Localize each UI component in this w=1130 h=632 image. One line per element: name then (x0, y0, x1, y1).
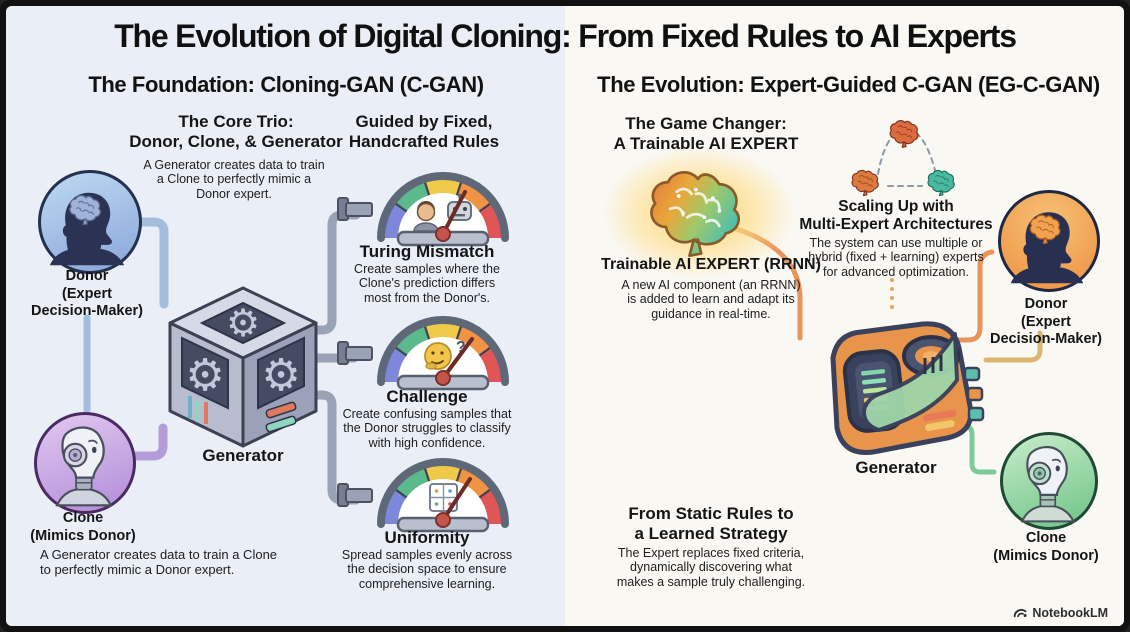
generator-label-right: Generator (855, 458, 937, 477)
scaling-desc: The system can use multiple or hybrid (f… (808, 236, 984, 279)
left-panel-title: The Foundation: Cloning-GAN (C-GAN) (88, 72, 484, 97)
ai-brain-icon (650, 171, 741, 258)
strategy-desc: The Expert replaces fixed criteria, dyna… (616, 546, 806, 589)
svg-text:⚙: ⚙ (226, 301, 260, 345)
watermark: NotebookLM (1013, 606, 1108, 620)
svg-text:⚙: ⚙ (261, 350, 300, 401)
gauge1-desc: Create samples where the Clone's predict… (354, 262, 500, 305)
gear-cube-icon: ⚙ ⚙ ⚙ (168, 286, 318, 448)
gauge2-desc: Create confusing samples that the Donor … (342, 407, 512, 450)
gauge1-label: Turing Mismatch (359, 242, 495, 261)
donor-label-left: Donor (Expert Decision-Maker) (30, 268, 143, 320)
trainable-expert-brain (644, 164, 752, 265)
clone-label-right: Clone (Mimics Donor) (993, 530, 1099, 564)
donor-label-right: Donor (Expert Decision-Maker) (989, 296, 1102, 348)
core-trio-heading: The Core Trio: Donor, Clone, & Generator (129, 112, 343, 152)
svg-text:?: ? (456, 339, 466, 356)
gauge-challenge: ? (336, 312, 518, 401)
rules-heading: Guided by Fixed, Handcrafted Rules (348, 112, 500, 152)
watermark-text: NotebookLM (1032, 606, 1108, 620)
donor-avatar-left (38, 170, 142, 274)
generator-label-left: Generator (202, 446, 284, 465)
robot-icon (1021, 445, 1075, 523)
gauge-uniformity (336, 454, 518, 543)
game-changer-heading: The Game Changer: A Trainable AI EXPERT (613, 114, 799, 154)
main-title: The Evolution of Digital Cloning: From F… (114, 18, 1017, 54)
thinking-face-icon: ? (424, 339, 466, 370)
futuristic-generator-icon (830, 321, 985, 455)
brain-icon-left (851, 169, 879, 197)
clone-avatar-right (1000, 432, 1098, 530)
brain-icon-right (927, 169, 955, 197)
expert-desc: A new AI component (an RRNN) is added to… (621, 278, 801, 321)
multi-expert-triangle (844, 116, 966, 213)
core-trio-desc: A Generator creates data to train a Clon… (143, 158, 325, 201)
svg-text:⚙: ⚙ (185, 350, 224, 401)
brain-icon-top (889, 120, 919, 148)
gauge-icon (336, 168, 518, 247)
robot-icon (55, 426, 112, 507)
gauge3-label: Uniformity (384, 528, 470, 547)
clone-label-left: Clone (Mimics Donor) (30, 510, 136, 544)
notebooklm-logo-icon (1014, 608, 1027, 618)
dotted-connector (890, 278, 894, 309)
gauge-turing-mismatch (336, 168, 518, 257)
gauge-icon: ? (336, 312, 518, 391)
generator-machine-right (802, 316, 988, 466)
donor-avatar-right (998, 190, 1100, 292)
gauge3-desc: Spread samples evenly across the decisio… (341, 548, 513, 591)
scaling-heading: Scaling Up with Multi-Expert Architectur… (799, 198, 993, 234)
left-bottom-note: A Generator creates data to train a Clon… (40, 547, 278, 577)
gauge-icon (336, 454, 518, 533)
gauge2-label: Challenge (386, 387, 468, 406)
generator-machine-left: ⚙ ⚙ ⚙ (158, 278, 328, 458)
clone-avatar-left (34, 412, 136, 514)
infographic: The Evolution of Digital Cloning: From F… (6, 6, 1124, 626)
strategy-heading: From Static Rules to a Learned Strategy (628, 504, 794, 544)
right-panel-title: The Evolution: Expert-Guided C-GAN (EG-C… (597, 72, 1100, 97)
